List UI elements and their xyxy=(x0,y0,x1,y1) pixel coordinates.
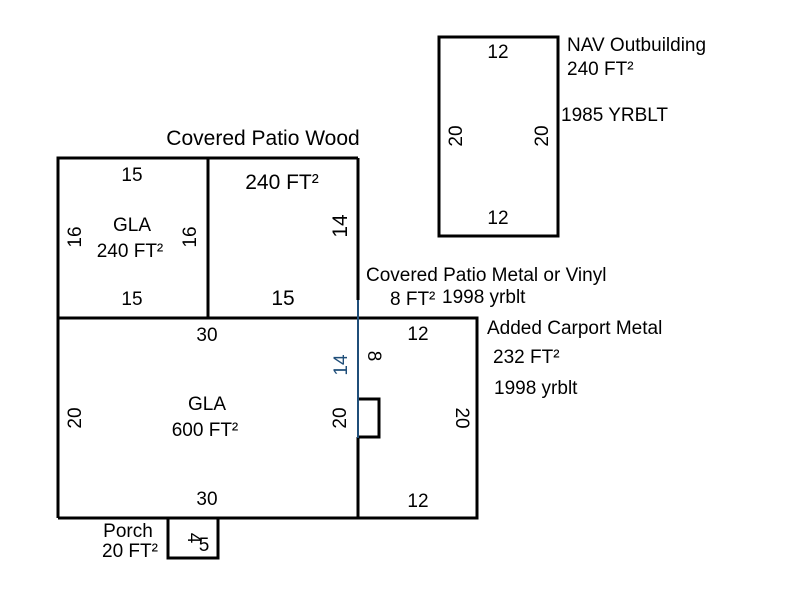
covered-patio-metal[interactable]: Covered Patio Metal or Vinyl 8 FT² 1998 … xyxy=(358,265,606,439)
porch[interactable]: 4 5 Porch 20 FT² xyxy=(102,516,220,562)
gla-main-bottom-dim: 30 xyxy=(196,489,217,510)
porch-side-dim: 4 xyxy=(183,533,204,544)
porch-label: Porch xyxy=(103,521,153,542)
carport-right-dim: 20 xyxy=(451,407,472,428)
nav-label: NAV Outbuilding xyxy=(567,35,706,56)
gla-main-right-dim: 20 xyxy=(330,407,351,428)
nav-outbuilding[interactable]: 12 12 20 20 NAV Outbuilding 240 FT² 1985… xyxy=(437,35,706,238)
covered-patio-metal-dim: 8 xyxy=(363,351,384,362)
nav-outbuilding-outline xyxy=(437,35,560,238)
porch-area: 20 FT² xyxy=(102,541,158,562)
porch-bottom-dim: 5 xyxy=(199,535,210,556)
nav-right-dim: 20 xyxy=(532,125,553,146)
added-carport[interactable]: 12 12 20 Added Carport Metal 232 FT² 199… xyxy=(358,316,662,520)
porch-outline xyxy=(166,516,220,560)
carport-area: 232 FT² xyxy=(493,347,560,368)
covered-patio-wood-label: Covered Patio Wood xyxy=(166,127,359,150)
nav-bottom-dim: 12 xyxy=(487,208,508,229)
carport-label: Added Carport Metal xyxy=(487,318,662,339)
carport-bottom-dim: 12 xyxy=(407,491,428,512)
gla-main-label: GLA xyxy=(188,394,226,415)
gla-main[interactable]: 30 30 20 20 14 GLA 600 FT² xyxy=(56,300,360,520)
carport-year: 1998 yrblt xyxy=(494,378,578,399)
nav-area: 240 FT² xyxy=(567,59,634,80)
gla-upper-right-dim: 16 xyxy=(180,226,201,247)
gla-main-area: 600 FT² xyxy=(172,420,239,441)
gla-upper-area: 240 FT² xyxy=(97,241,164,262)
gla-main-left-dim: 20 xyxy=(65,407,86,428)
gla-main-highlight-dim: 14 xyxy=(331,354,352,376)
nav-left-dim: 20 xyxy=(446,125,467,146)
carport-top-dim: 12 xyxy=(407,324,428,345)
covered-patio-metal-year: 1998 yrblt xyxy=(442,287,526,308)
carport-outline xyxy=(358,316,479,520)
patio-wood-bottom-dim: 15 xyxy=(271,287,294,310)
covered-patio-metal-outline xyxy=(358,397,381,439)
gla-upper-label: GLA xyxy=(113,215,151,236)
covered-patio-wood-area: 240 FT² xyxy=(245,171,319,194)
covered-patio-wood[interactable]: Covered Patio Wood 240 FT² 14 15 xyxy=(166,127,359,310)
gla-upper-left-dim: 16 xyxy=(65,226,86,247)
gla-upper-bottom-dim: 15 xyxy=(121,289,142,310)
nav-top-dim: 12 xyxy=(487,42,508,63)
gla-upper-top-dim: 15 xyxy=(121,165,142,186)
covered-patio-metal-label: Covered Patio Metal or Vinyl xyxy=(366,265,606,286)
gla-main-top-dim: 30 xyxy=(196,325,217,346)
gla-upper[interactable]: 15 15 16 16 GLA 240 FT² xyxy=(56,156,210,320)
nav-year: 1985 YRBLT xyxy=(561,105,668,126)
covered-patio-metal-area: 8 FT² xyxy=(390,289,435,310)
patio-wood-right-dim: 14 xyxy=(329,214,352,238)
